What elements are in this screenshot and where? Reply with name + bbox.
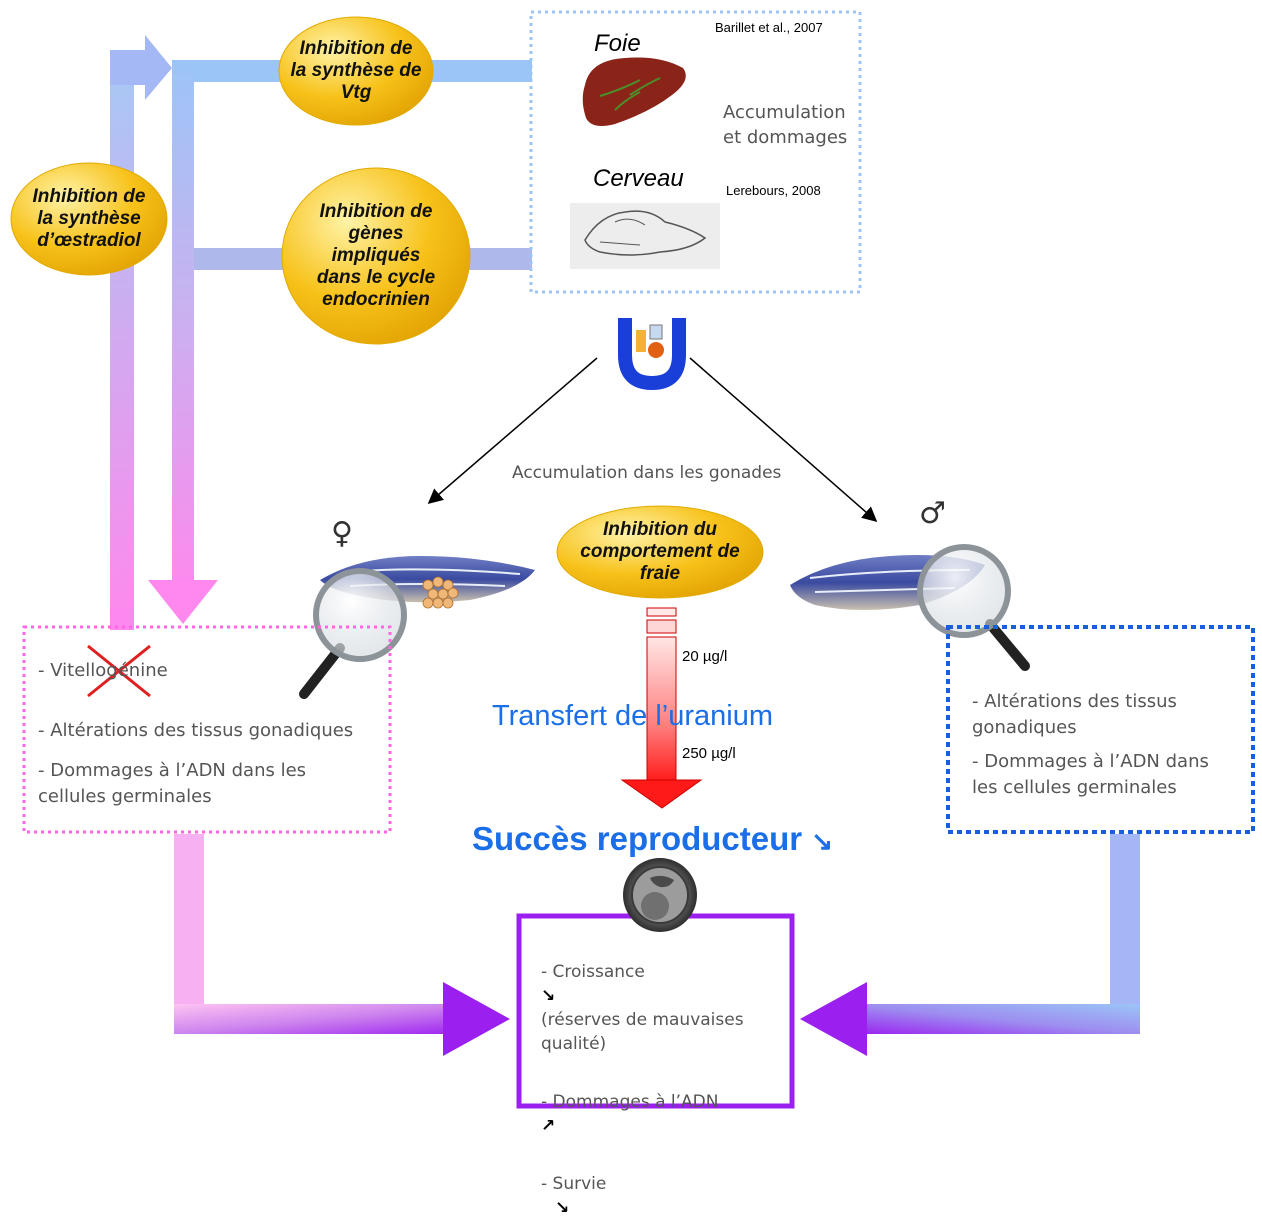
- male-symbol: ♂: [919, 496, 946, 531]
- male-effects-list: - Altérations des tissus gonadiques - Do…: [972, 689, 1247, 801]
- brain-illustration: [570, 203, 720, 269]
- oval-fraie-label: Inhibition du comportement de fraie: [580, 519, 740, 584]
- diagram-canvas: [10, 10, 1255, 1109]
- organs-box: [529, 10, 862, 294]
- dna-increase-arrow-icon: ↗: [541, 1116, 556, 1136]
- egg-illustration: [623, 858, 697, 932]
- inhibition-cross-icon: [87, 644, 151, 698]
- female-to-offspring-arrow: [174, 834, 510, 1056]
- offspring-effects-box: [516, 913, 795, 1109]
- female-symbol: ♀: [331, 516, 353, 551]
- low-concentration-label: 20 µg/l: [682, 648, 728, 665]
- oval-vtg: [278, 16, 434, 126]
- reproductive-success-title: Succès reproducteur ↘: [472, 820, 833, 858]
- female-effects-box: [22, 625, 392, 834]
- uranium-transfer-arrow: [620, 607, 703, 809]
- offspring-survival-text: - Survie: [541, 1174, 607, 1194]
- gonads-accumulation-label: Accumulation dans les gonades: [512, 463, 782, 483]
- male-effects-box: [946, 625, 1255, 834]
- female-effect-vitellogenin: - Vitellogénine: [38, 660, 168, 681]
- accumulation-damage-label-2: et dommages: [723, 127, 848, 148]
- female-effect-gonad-tissue: - Altérations des tissus gonadiques: [38, 720, 354, 741]
- oval-genes-label: Inhibition de gènes impliqués dans le cy…: [316, 201, 436, 310]
- oval-vtg-label: Inhibition de la synthèse de Vtg: [290, 38, 422, 103]
- offspring-growth-text: - Croissance: [541, 962, 645, 982]
- brain-label: Cerveau: [593, 165, 684, 192]
- oval-genes: [281, 167, 471, 345]
- offspring-reserves: (réserves de mauvaises qualité): [541, 1010, 744, 1054]
- reproductive-success-text: Succès reproducteur: [472, 820, 803, 857]
- offspring-dna-damage: - Dommages à l’ADN ↗: [541, 1066, 789, 1138]
- decrease-arrow-icon: ↘: [811, 826, 834, 856]
- oval-estradiol: [10, 162, 168, 276]
- survival-decrease-arrow-icon: ↘: [555, 1198, 570, 1218]
- growth-decrease-arrow-icon: ↘: [541, 986, 556, 1006]
- brain-reference: Lerebours, 2008: [726, 183, 821, 198]
- offspring-effects-list: - Croissance ↘ (réserves de mauvaises qu…: [541, 936, 789, 1220]
- estradiol-pathway-arrow: [110, 35, 172, 630]
- arrow-to-male: [689, 357, 878, 522]
- uranium-transfer-title: Transfert de l’uranium: [492, 700, 773, 732]
- liver-illustration: [582, 57, 686, 126]
- liver-label: Foie: [594, 30, 641, 57]
- uranium-symbol: [618, 318, 686, 391]
- oval-fraie: [556, 505, 764, 599]
- female-effect-dna-damage: - Dommages à l’ADN dans les cellules ger…: [38, 760, 307, 807]
- offspring-survival: - Survie ↘: [541, 1148, 789, 1220]
- oval-estradiol-label: Inhibition de la synthèse d’œstradiol: [32, 186, 146, 251]
- male-effect-gonad-tissue: - Altérations des tissus gonadiques: [972, 691, 1177, 738]
- high-concentration-label: 250 µg/l: [682, 745, 736, 762]
- female-magnifier-icon: [299, 568, 407, 699]
- liver-reference: Barillet et al., 2007: [715, 20, 823, 35]
- male-magnifier-icon: [917, 544, 1030, 671]
- offspring-growth: - Croissance ↘: [541, 936, 789, 1008]
- accumulation-damage-label-1: Accumulation: [723, 102, 846, 123]
- arrow-to-female: [427, 357, 598, 504]
- male-to-offspring-arrow: [800, 834, 1140, 1056]
- offspring-dna-text: - Dommages à l’ADN: [541, 1092, 719, 1112]
- female-effects-list: - Vitellogénine - Altérations des tissus…: [38, 658, 383, 810]
- male-effect-dna-damage: - Dommages à l’ADN dans les cellules ger…: [972, 751, 1209, 798]
